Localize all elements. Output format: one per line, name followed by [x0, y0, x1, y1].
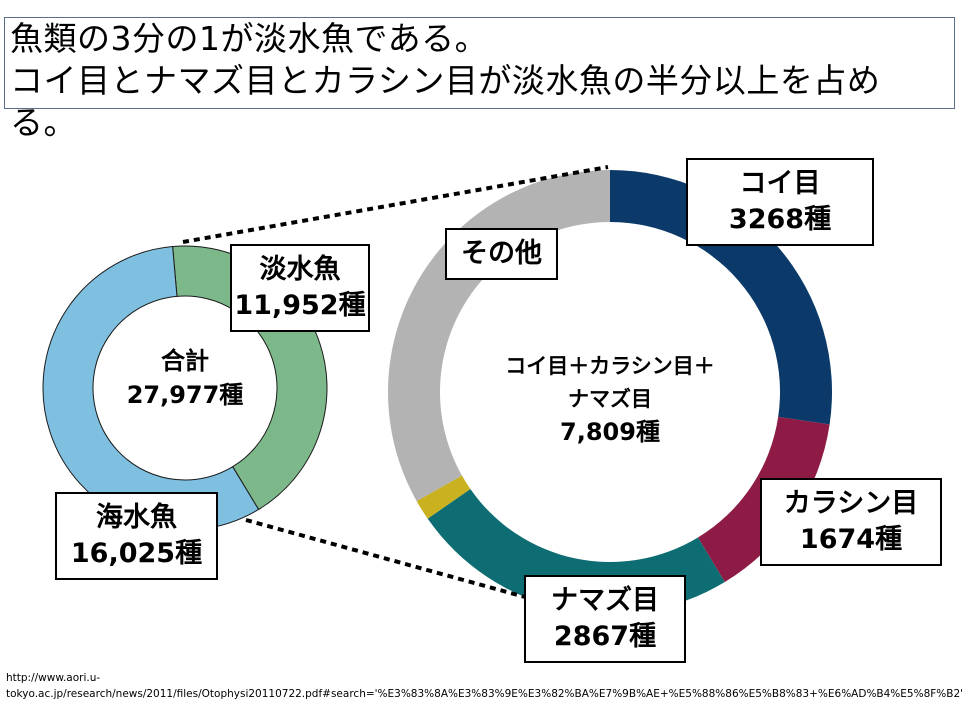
source-citation: http://www.aori.u- tokyo.ac.jp/research/…	[6, 670, 963, 702]
label-freshwater-name: 淡水魚	[259, 254, 341, 285]
label-marine: 海水魚 16,025種	[55, 492, 218, 580]
label-freshwater: 淡水魚 11,952種	[230, 244, 370, 332]
label-characin: カラシン目 1674種	[760, 478, 942, 566]
label-koi: コイ目 3268種	[686, 158, 874, 246]
freshwater-center-line-3: 7,809種	[560, 418, 660, 446]
donut-slice-other	[387, 170, 610, 502]
label-other: その他	[445, 228, 558, 280]
donut-slice-small	[416, 475, 471, 519]
label-marine-count: 16,025種	[70, 538, 203, 569]
freshwater-center-line-2: ナマズ目	[568, 387, 652, 411]
title-line-1: 魚類の3分の1が淡水魚である。	[10, 19, 489, 58]
label-characin-name: カラシン目	[783, 488, 919, 519]
page-title: 魚類の3分の1が淡水魚である。 コイ目とナマズ目とカラシン目が淡水魚の半分以上を…	[10, 18, 950, 144]
total-center-label: 合計 27,977種	[95, 344, 275, 412]
label-other-name: その他	[461, 238, 542, 269]
label-marine-name: 海水魚	[96, 502, 177, 533]
label-characin-count: 1674種	[799, 524, 903, 555]
label-catfish-name: ナマズ目	[551, 585, 659, 616]
source-line-1: http://www.aori.u-	[6, 672, 101, 684]
label-freshwater-count: 11,952種	[234, 290, 366, 321]
label-catfish: ナマズ目 2867種	[524, 575, 686, 663]
title-line-2: コイ目とナマズ目とカラシン目が淡水魚の半分以上を占め	[10, 61, 881, 100]
freshwater-center-label: コイ目＋カラシン目＋ ナマズ目 7,809種	[470, 350, 750, 449]
label-catfish-count: 2867種	[553, 621, 657, 652]
total-center-line-2: 27,977種	[126, 381, 244, 409]
title-box	[4, 17, 955, 109]
total-center-line-1: 合計	[161, 347, 209, 375]
label-koi-name: コイ目	[739, 168, 821, 199]
label-koi-count: 3268種	[728, 204, 832, 235]
source-line-2: tokyo.ac.jp/research/news/2011/files/Oto…	[6, 688, 963, 700]
freshwater-center-line-1: コイ目＋カラシン目＋	[505, 354, 715, 378]
connector-line-bottom	[245, 518, 526, 599]
title-line-3: る。	[10, 103, 77, 142]
connector-line-top	[182, 165, 609, 244]
